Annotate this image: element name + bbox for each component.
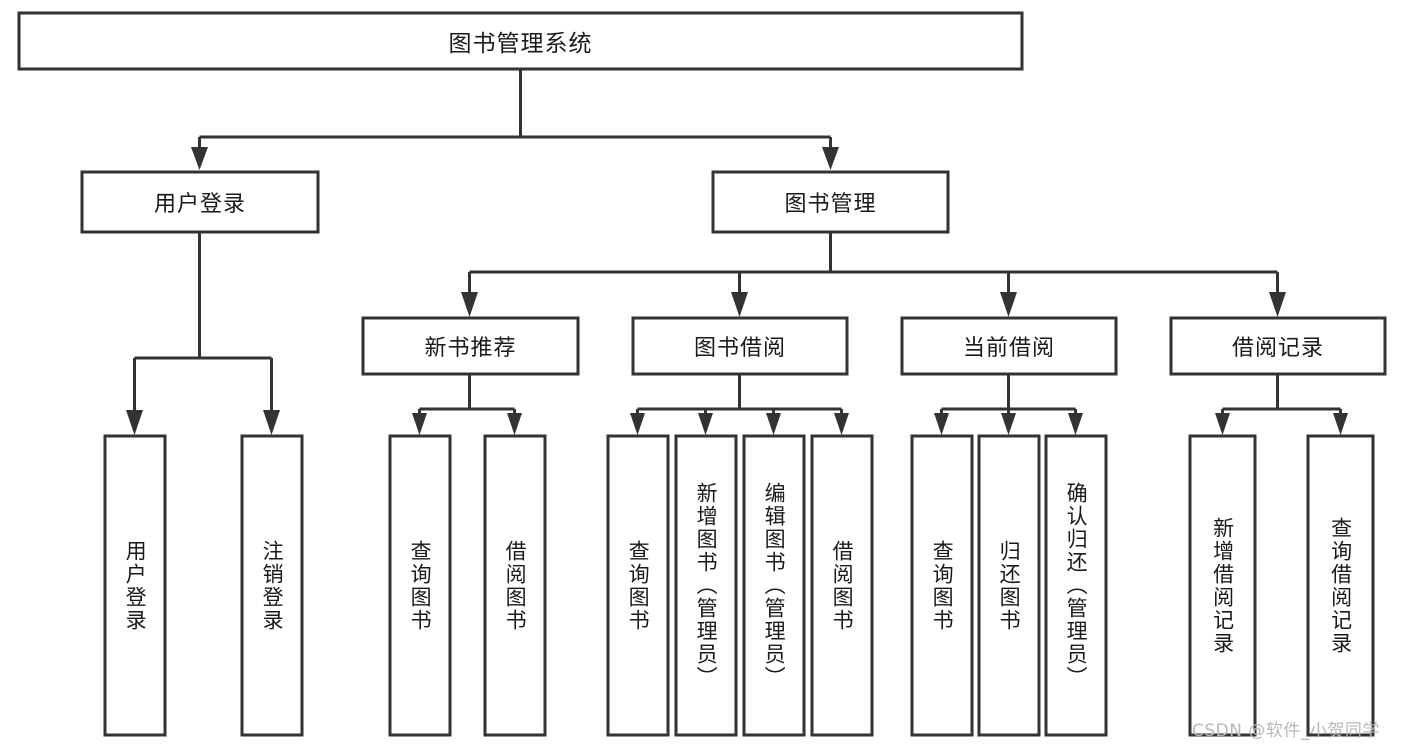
node-box-book-borrow[interactable] (631, 316, 849, 376)
node-box-leaf-user-logout[interactable] (240, 434, 304, 737)
node-box-current-borrow[interactable] (900, 316, 1118, 376)
arrow-head-leaf-borrow-book-2 (834, 413, 849, 435)
arrow-head-leaf-return-book (1001, 413, 1016, 435)
connector-group-new-book-recommend (412, 374, 522, 435)
node-box-leaf-return-book[interactable] (977, 434, 1041, 737)
connector-group-book-borrow (630, 374, 849, 435)
node-box-leaf-query-book-3[interactable] (910, 434, 974, 737)
node-box-root[interactable] (17, 11, 1024, 71)
node-box-leaf-query-record[interactable] (1306, 434, 1375, 737)
arrow-head-leaf-user-logout (263, 410, 280, 435)
connector-group-root (191, 70, 839, 170)
node-box-book-manage[interactable] (711, 170, 950, 234)
node-box-new-book-recommend[interactable] (361, 316, 580, 376)
arrow-head-leaf-query-book-2 (630, 413, 645, 435)
node-box-leaf-user-login[interactable] (103, 434, 167, 737)
node-box-leaf-edit-book[interactable] (742, 434, 806, 737)
arrow-head-user-login (191, 147, 208, 170)
node-box-leaf-add-book[interactable] (674, 434, 738, 737)
arrow-head-leaf-user-login (126, 410, 143, 435)
node-box-leaf-query-book-1[interactable] (388, 434, 452, 737)
arrow-head-leaf-query-book-1 (412, 413, 427, 435)
node-box-leaf-borrow-book-2[interactable] (810, 434, 874, 737)
arrow-head-leaf-confirm-return (1068, 413, 1083, 435)
arrow-head-leaf-edit-book (766, 413, 781, 435)
arrow-head-new-book-recommend (461, 292, 478, 317)
connector-group-borrow-record (1215, 374, 1348, 435)
node-box-leaf-borrow-book-1[interactable] (483, 434, 547, 737)
arrow-head-leaf-add-record (1215, 413, 1230, 435)
arrow-head-leaf-query-book-3 (934, 413, 949, 435)
node-box-user-login[interactable] (80, 170, 320, 234)
node-box-leaf-confirm-return[interactable] (1044, 434, 1108, 737)
arrow-head-book-manage (822, 147, 839, 170)
arrow-head-leaf-query-record (1333, 413, 1348, 435)
arrow-head-current-borrow (1000, 292, 1017, 317)
node-box-leaf-query-book-2[interactable] (606, 434, 670, 737)
node-box-leaf-add-record[interactable] (1188, 434, 1257, 737)
connector-group-current-borrow (934, 374, 1083, 435)
node-box-borrow-record[interactable] (1169, 316, 1387, 376)
arrow-head-leaf-add-book (698, 413, 713, 435)
arrow-head-borrow-record (1269, 292, 1286, 317)
arrow-head-leaf-borrow-book-1 (507, 413, 522, 435)
connector-group-book-manage (461, 232, 1286, 317)
arrow-head-book-borrow (731, 292, 748, 317)
connector-group-user-login (126, 232, 280, 435)
